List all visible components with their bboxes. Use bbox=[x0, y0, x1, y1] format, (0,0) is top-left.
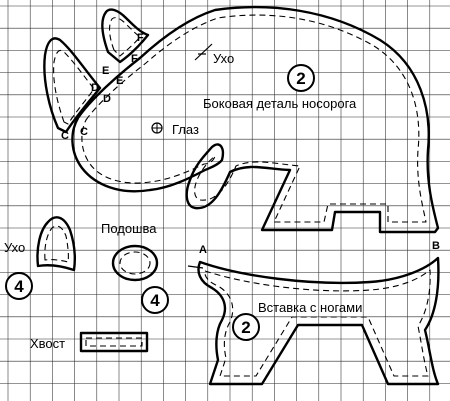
horn-point-f2: F bbox=[131, 53, 138, 65]
sole-label: Подошва bbox=[101, 221, 157, 236]
insert-count-badge: 2 bbox=[232, 313, 260, 341]
point-a-arrow bbox=[187, 265, 204, 269]
point-a-label: A bbox=[199, 244, 207, 256]
front-horn-cut-line bbox=[43, 37, 102, 134]
rear-horn-piece bbox=[101, 8, 150, 64]
body-count-badge: 2 bbox=[287, 64, 315, 92]
ear-placement-mark bbox=[194, 43, 213, 61]
sole-count-badge: 4 bbox=[141, 286, 169, 314]
tail-label: Хвост bbox=[30, 336, 65, 351]
horn-point-f1: F bbox=[137, 32, 144, 44]
rear-horn-cut-line bbox=[101, 8, 150, 64]
ear-count-text: 4 bbox=[14, 277, 24, 296]
eye-label: Глаз bbox=[172, 122, 199, 137]
sole-count-text: 4 bbox=[150, 291, 160, 310]
body-count-text: 2 bbox=[296, 69, 305, 88]
ear-seam-line bbox=[44, 225, 69, 263]
insert-title: Вставка с ногами bbox=[258, 300, 362, 315]
insert-cut-line bbox=[197, 256, 440, 386]
front-horn-piece bbox=[43, 37, 102, 134]
eye-mark bbox=[151, 122, 163, 134]
horn-point-c1: C bbox=[61, 130, 69, 142]
horn-point-e2: E bbox=[116, 75, 123, 87]
body-side-seam-line bbox=[81, 14, 427, 223]
body-side-piece bbox=[71, 5, 440, 234]
insert-count-text: 2 bbox=[241, 318, 250, 337]
horn-point-d1: D bbox=[91, 82, 99, 94]
ear-piece bbox=[36, 216, 76, 272]
ear-cut-line bbox=[36, 216, 76, 272]
body-side-cut-line bbox=[71, 5, 440, 234]
horn-point-e1: E bbox=[102, 65, 109, 77]
tail-piece bbox=[79, 331, 149, 353]
ear-mark-label: Ухо bbox=[213, 51, 234, 66]
point-b-label: B bbox=[432, 240, 440, 252]
insert-seam-line bbox=[204, 269, 431, 377]
insert-piece bbox=[187, 256, 440, 386]
ear-side-label: Ухо bbox=[4, 240, 25, 255]
tail-cut-line bbox=[79, 331, 149, 353]
sole-seam-line bbox=[119, 251, 151, 275]
tail-seam-line bbox=[85, 337, 143, 347]
sole-piece bbox=[111, 244, 159, 282]
body-side-title: Боковая деталь носорога bbox=[203, 96, 357, 111]
front-horn-seam-line bbox=[53, 49, 95, 125]
horn-point-c2: C bbox=[80, 126, 88, 138]
horn-point-d2: D bbox=[103, 93, 111, 105]
sole-cut-line bbox=[111, 244, 159, 282]
ear-count-badge: 4 bbox=[5, 272, 33, 300]
rear-horn-seam-line bbox=[109, 17, 141, 57]
